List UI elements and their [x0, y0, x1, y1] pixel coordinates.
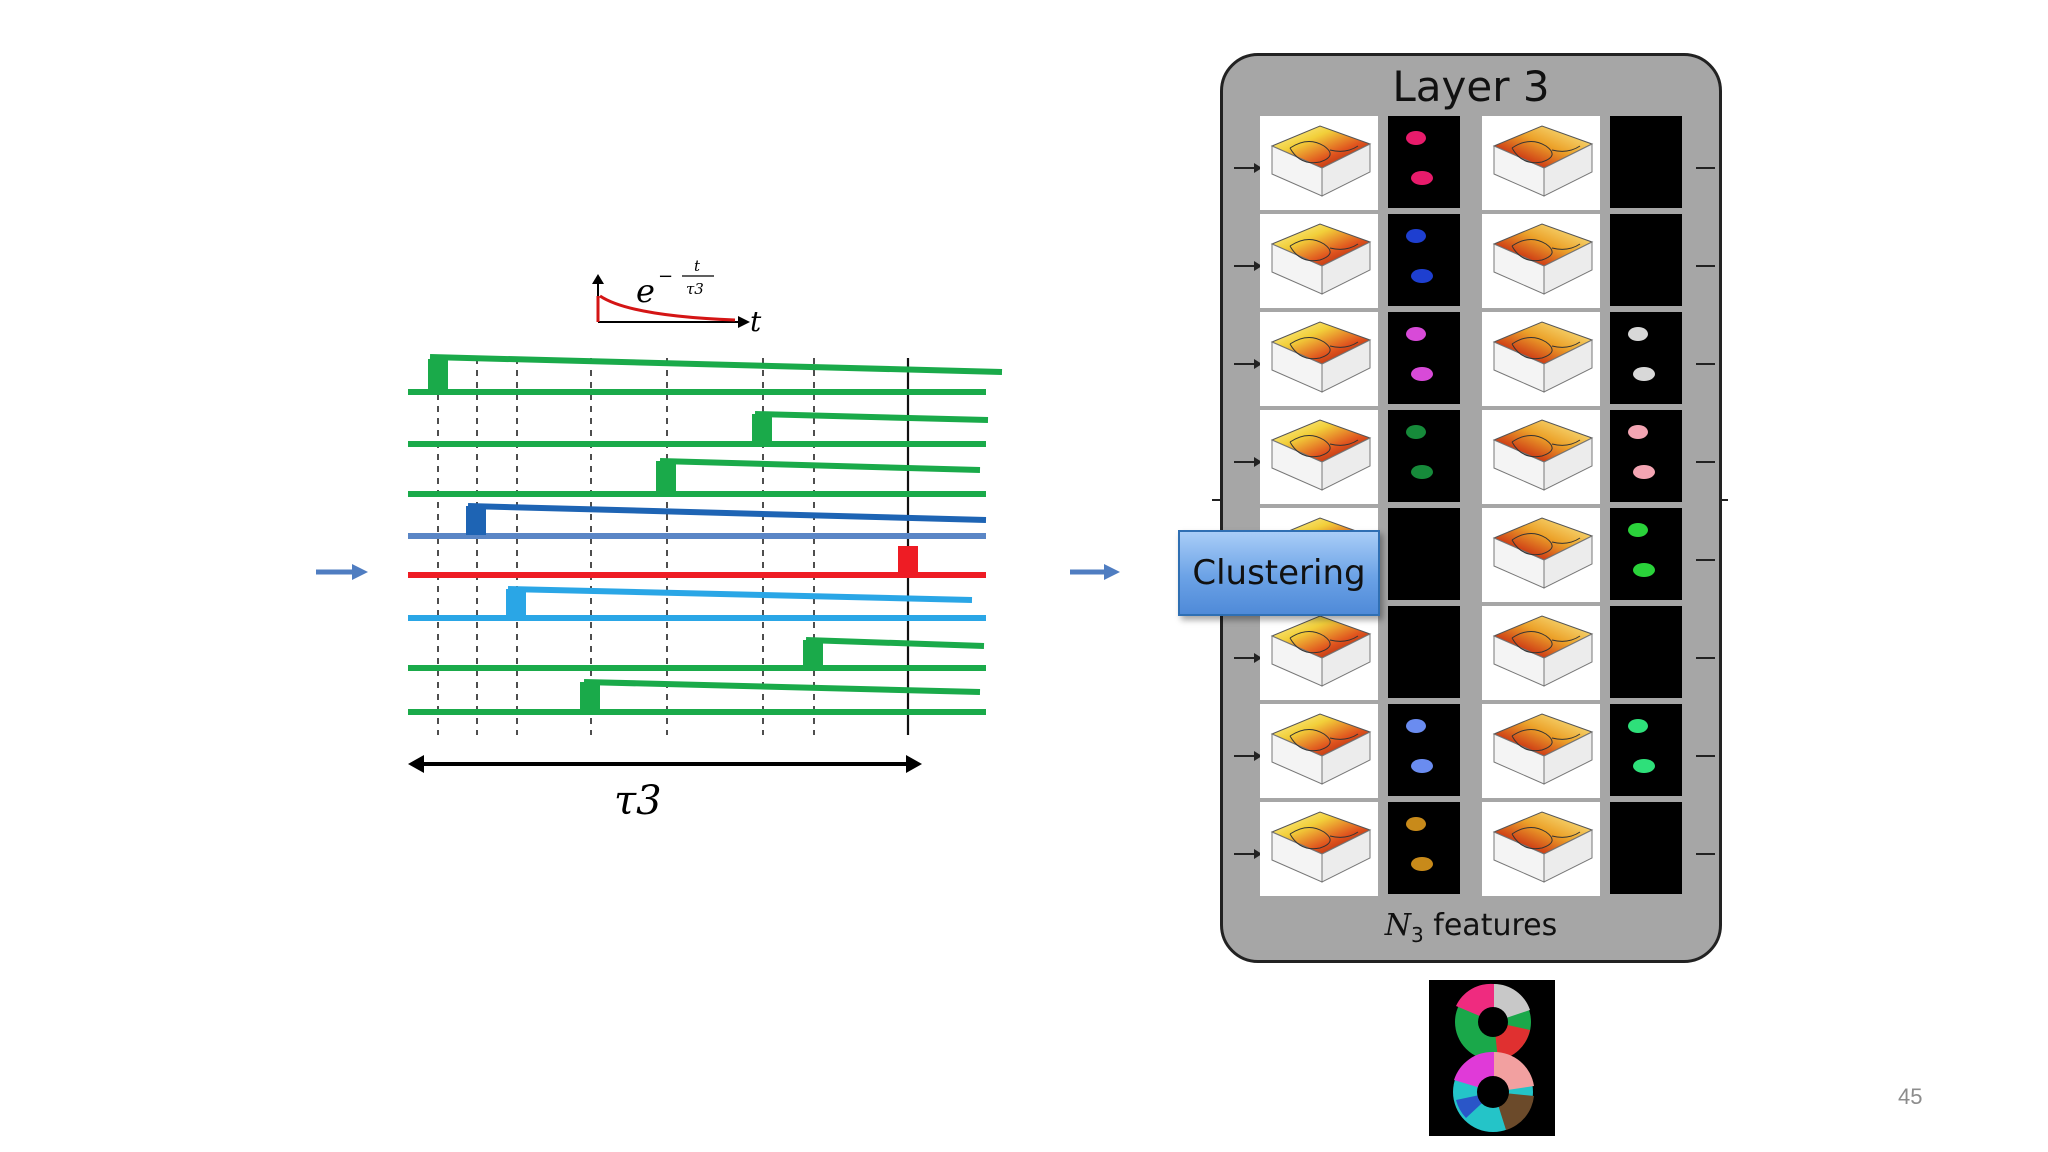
time-window-arrow	[408, 755, 922, 773]
feature-surface-plot	[1260, 606, 1378, 700]
feature-activation-map	[1388, 606, 1460, 698]
feature-activation-map	[1610, 704, 1682, 796]
feature-activation-map	[1610, 410, 1682, 502]
kernel-formula-num: t	[694, 257, 701, 275]
clustering-button[interactable]: Clustering	[1178, 530, 1380, 616]
event-spikes	[428, 359, 918, 711]
event-line-6	[408, 586, 986, 621]
feature-activation-map	[1610, 802, 1682, 894]
feature-activation-map	[1388, 704, 1460, 796]
event-line-4	[408, 503, 987, 539]
feature-surface-plot	[1260, 116, 1378, 210]
event-spike	[656, 461, 676, 493]
feature-activation-map	[1388, 214, 1460, 306]
feature-activation-map	[1388, 410, 1460, 502]
event-spike	[506, 589, 526, 617]
event-spike	[803, 640, 823, 667]
input-arrow-icon	[316, 564, 368, 580]
feature-activation-map	[1610, 312, 1682, 404]
feature-surface-plot	[1260, 410, 1378, 504]
event-lines	[408, 354, 1003, 715]
decay-kernel-icon	[592, 274, 750, 328]
event-line-3	[408, 458, 986, 497]
features-label: N3 features	[1223, 908, 1719, 947]
layer-title: Layer 3	[1392, 62, 1550, 111]
feature-activation-map	[1610, 116, 1682, 208]
page-number: 45	[1898, 1084, 1923, 1109]
feature-surface-plot	[1482, 704, 1600, 798]
features-text: features	[1423, 908, 1558, 943]
layer-panel: Layer 3 N3 features	[1220, 53, 1722, 963]
feature-activation-map	[1610, 508, 1682, 600]
feature-surface-plot	[1260, 704, 1378, 798]
feature-activation-map	[1388, 802, 1460, 894]
feature-activation-map	[1610, 214, 1682, 306]
feature-surface-plot	[1260, 312, 1378, 406]
time-window-label: τ3	[614, 778, 662, 824]
features-subscript: 3	[1411, 923, 1424, 947]
feature-activation-map	[1388, 508, 1460, 600]
features-symbol: N	[1384, 908, 1412, 943]
output-digit-image	[1429, 980, 1555, 1136]
feature-surface-plot	[1482, 410, 1600, 504]
feature-surface-plot	[1482, 802, 1600, 896]
event-spike	[752, 414, 772, 443]
feature-surface-plot	[1482, 606, 1600, 700]
feature-surface-plot	[1260, 214, 1378, 308]
kernel-formula-den: τ3	[686, 280, 704, 298]
feature-activation-map	[1388, 116, 1460, 208]
output-arrow-icon	[1070, 564, 1120, 580]
feature-grid	[1234, 116, 1715, 896]
event-line-8	[408, 679, 986, 715]
feature-surface-plot	[1260, 802, 1378, 896]
event-spike	[580, 682, 600, 711]
feature-surface-plot	[1482, 508, 1600, 602]
feature-surface-plot	[1482, 312, 1600, 406]
feature-surface-plot	[1482, 214, 1600, 308]
feature-activation-map	[1610, 606, 1682, 698]
event-line-7	[408, 637, 986, 671]
event-line-1	[408, 354, 1003, 395]
kernel-formula-minus: −	[658, 266, 673, 287]
feature-activation-map	[1388, 312, 1460, 404]
event-line-2	[408, 411, 989, 447]
event-spike	[466, 506, 486, 535]
event-spike	[428, 359, 448, 391]
feature-surface-plot	[1482, 116, 1600, 210]
kernel-formula-base: e	[636, 272, 655, 310]
event-spike	[898, 546, 918, 574]
kernel-axis-t-label: t	[750, 305, 762, 338]
